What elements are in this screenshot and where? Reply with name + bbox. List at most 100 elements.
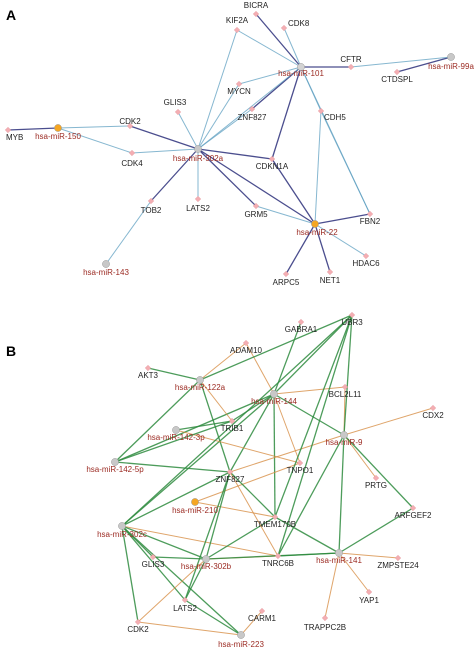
- gene-node-YAP1[interactable]: [365, 588, 373, 596]
- mirna-node-hsa-miR-122a[interactable]: [196, 376, 204, 384]
- edge-hsa-miR-142-5p-to-TRIB1: [114, 420, 233, 463]
- mirna-node-hsa-miR-144[interactable]: [270, 390, 278, 398]
- gene-node-TRIB1[interactable]: [228, 417, 236, 425]
- node-label-CARM1: CARM1: [248, 614, 277, 623]
- mirna-node-hsa-miR-142-5p[interactable]: [111, 458, 119, 466]
- node-label-KIF2A: KIF2A: [226, 16, 249, 25]
- edge-hsa-miR-22-to-GRM5: [255, 205, 316, 225]
- gene-node-PRTG[interactable]: [372, 474, 380, 482]
- gene-node-ZNF827[interactable]: [248, 105, 256, 113]
- gene-node-MYCN[interactable]: [235, 80, 243, 88]
- mirna-node-hsa-miR-141[interactable]: [335, 549, 343, 557]
- panel-a-nodes: [4, 10, 455, 278]
- mirna-node-hsa-miR-101[interactable]: [297, 63, 305, 71]
- edge-hsa-miR-22-to-CDKN1A: [271, 158, 316, 225]
- node-label-UBR3: UBR3: [341, 318, 363, 327]
- mirna-node-hsa-miR-142-3p[interactable]: [172, 426, 180, 434]
- node-label-LATS2: LATS2: [173, 604, 197, 613]
- gene-node-ZNF827[interactable]: [226, 468, 234, 476]
- gene-node-CDX2[interactable]: [429, 404, 437, 412]
- gene-node-ZMPSTE24[interactable]: [394, 554, 402, 562]
- mirna-node-hsa-miR-302c[interactable]: [118, 522, 126, 530]
- mirna-node-hsa-miR-99a[interactable]: [447, 53, 455, 61]
- gene-node-TMEM170B[interactable]: [271, 513, 279, 521]
- mirna-node-hsa-miR-302b[interactable]: [202, 555, 210, 563]
- edge-hsa-miR-302b-to-GLIS3: [152, 556, 207, 560]
- gene-node-LATS2[interactable]: [181, 596, 189, 604]
- gene-node-AKT3[interactable]: [144, 364, 152, 372]
- gene-node-GRM5[interactable]: [252, 202, 260, 210]
- edge-hsa-miR-99a-to-CFTR: [350, 56, 452, 68]
- gene-node-FBN2[interactable]: [366, 210, 374, 218]
- node-label-GLIS3: GLIS3: [142, 560, 165, 569]
- gene-node-TNPO1[interactable]: [296, 459, 304, 467]
- gene-node-MYB[interactable]: [4, 126, 12, 134]
- mirna-node-hsa-miR-143[interactable]: [102, 260, 110, 268]
- node-label-hsa-miR-210: hsa-miR-210: [172, 506, 218, 515]
- gene-node-ARPC5[interactable]: [282, 270, 290, 278]
- gene-node-UBR3[interactable]: [348, 311, 356, 319]
- node-label-hsa-miR-302a: hsa-miR-302a: [173, 154, 224, 163]
- gene-node-TOB2[interactable]: [147, 197, 155, 205]
- node-label-FBN2: FBN2: [360, 217, 381, 226]
- node-label-GABRA1: GABRA1: [285, 325, 318, 334]
- node-label-BICRA: BICRA: [244, 1, 269, 10]
- edge-hsa-miR-141-to-TRAPPC2B: [324, 552, 340, 619]
- edge-hsa-miR-9-to-hsa-miR-141: [338, 434, 345, 554]
- node-label-CDK8: CDK8: [288, 19, 310, 28]
- edge-hsa-miR-9-to-UBR3: [343, 314, 353, 436]
- mirna-node-hsa-miR-9[interactable]: [340, 431, 348, 439]
- gene-node-CDK2[interactable]: [126, 122, 134, 130]
- gene-node-GLIS3[interactable]: [174, 108, 182, 116]
- edge-hsa-miR-144-to-ADAM10: [245, 342, 275, 395]
- mirna-node-hsa-miR-210[interactable]: [191, 498, 199, 506]
- edge-hsa-miR-122a-to-AKT3: [147, 367, 201, 381]
- gene-node-CDH5[interactable]: [317, 107, 325, 115]
- edge-hsa-miR-302a-to-GLIS3: [177, 111, 199, 150]
- gene-node-CDK2[interactable]: [134, 618, 142, 626]
- gene-node-CDKN1A[interactable]: [268, 155, 276, 163]
- gene-node-CDK8[interactable]: [280, 24, 288, 32]
- gene-node-ARFGEF2[interactable]: [409, 504, 417, 512]
- edge-hsa-miR-302c-to-TNRC6B: [121, 525, 279, 557]
- gene-node-HDAC6[interactable]: [362, 252, 370, 260]
- gene-node-BCL2L11[interactable]: [341, 383, 349, 391]
- node-label-ARPC5: ARPC5: [273, 278, 300, 287]
- node-label-hsa-miR-223: hsa-miR-223: [218, 640, 264, 649]
- node-label-BCL2L11: BCL2L11: [329, 390, 362, 399]
- gene-node-CARM1[interactable]: [258, 607, 266, 615]
- gene-node-GLIS3[interactable]: [149, 553, 157, 561]
- edge-hsa-miR-122a-to-hsa-miR-142-5p: [114, 379, 201, 463]
- gene-node-TRAPPC2B[interactable]: [321, 614, 329, 622]
- node-label-TRIB1: TRIB1: [221, 424, 244, 433]
- edge-hsa-miR-302a-to-ZNF827: [197, 108, 253, 150]
- mirna-node-hsa-miR-22[interactable]: [311, 220, 319, 228]
- edge-hsa-miR-141-to-ZMPSTE24: [338, 552, 399, 559]
- gene-node-GABRA1[interactable]: [297, 318, 305, 326]
- gene-node-NET1[interactable]: [326, 268, 334, 276]
- node-label-LATS2: LATS2: [186, 204, 210, 213]
- edge-hsa-miR-144-to-TRIB1: [231, 393, 275, 422]
- gene-node-ADAM10[interactable]: [242, 339, 250, 347]
- gene-node-LATS2[interactable]: [194, 195, 202, 203]
- edge-hsa-miR-302a-to-hsa-miR-22: [197, 148, 316, 225]
- node-label-TMEM170B: TMEM170B: [254, 520, 296, 529]
- node-label-TOB2: TOB2: [141, 206, 162, 215]
- gene-node-BICRA[interactable]: [252, 10, 260, 18]
- gene-node-CDK4[interactable]: [128, 149, 136, 157]
- node-label-hsa-miR-99a: hsa-miR-99a: [428, 62, 474, 71]
- mirna-node-hsa-miR-150[interactable]: [54, 124, 62, 132]
- mirna-node-hsa-miR-223[interactable]: [237, 631, 245, 639]
- gene-node-KIF2A[interactable]: [233, 26, 241, 34]
- gene-node-TNRC6B[interactable]: [274, 552, 282, 560]
- edge-TNRC6B-to-UBR3: [277, 314, 353, 557]
- edge-TNRC6B-to-ZNF827: [229, 471, 279, 557]
- panel-b-nodes: [111, 311, 437, 639]
- gene-node-CFTR[interactable]: [347, 63, 355, 71]
- mirna-node-hsa-miR-302a[interactable]: [194, 145, 202, 153]
- edge-hsa-miR-22-to-ARPC5: [285, 223, 316, 275]
- gene-node-CTDSPL[interactable]: [393, 68, 401, 76]
